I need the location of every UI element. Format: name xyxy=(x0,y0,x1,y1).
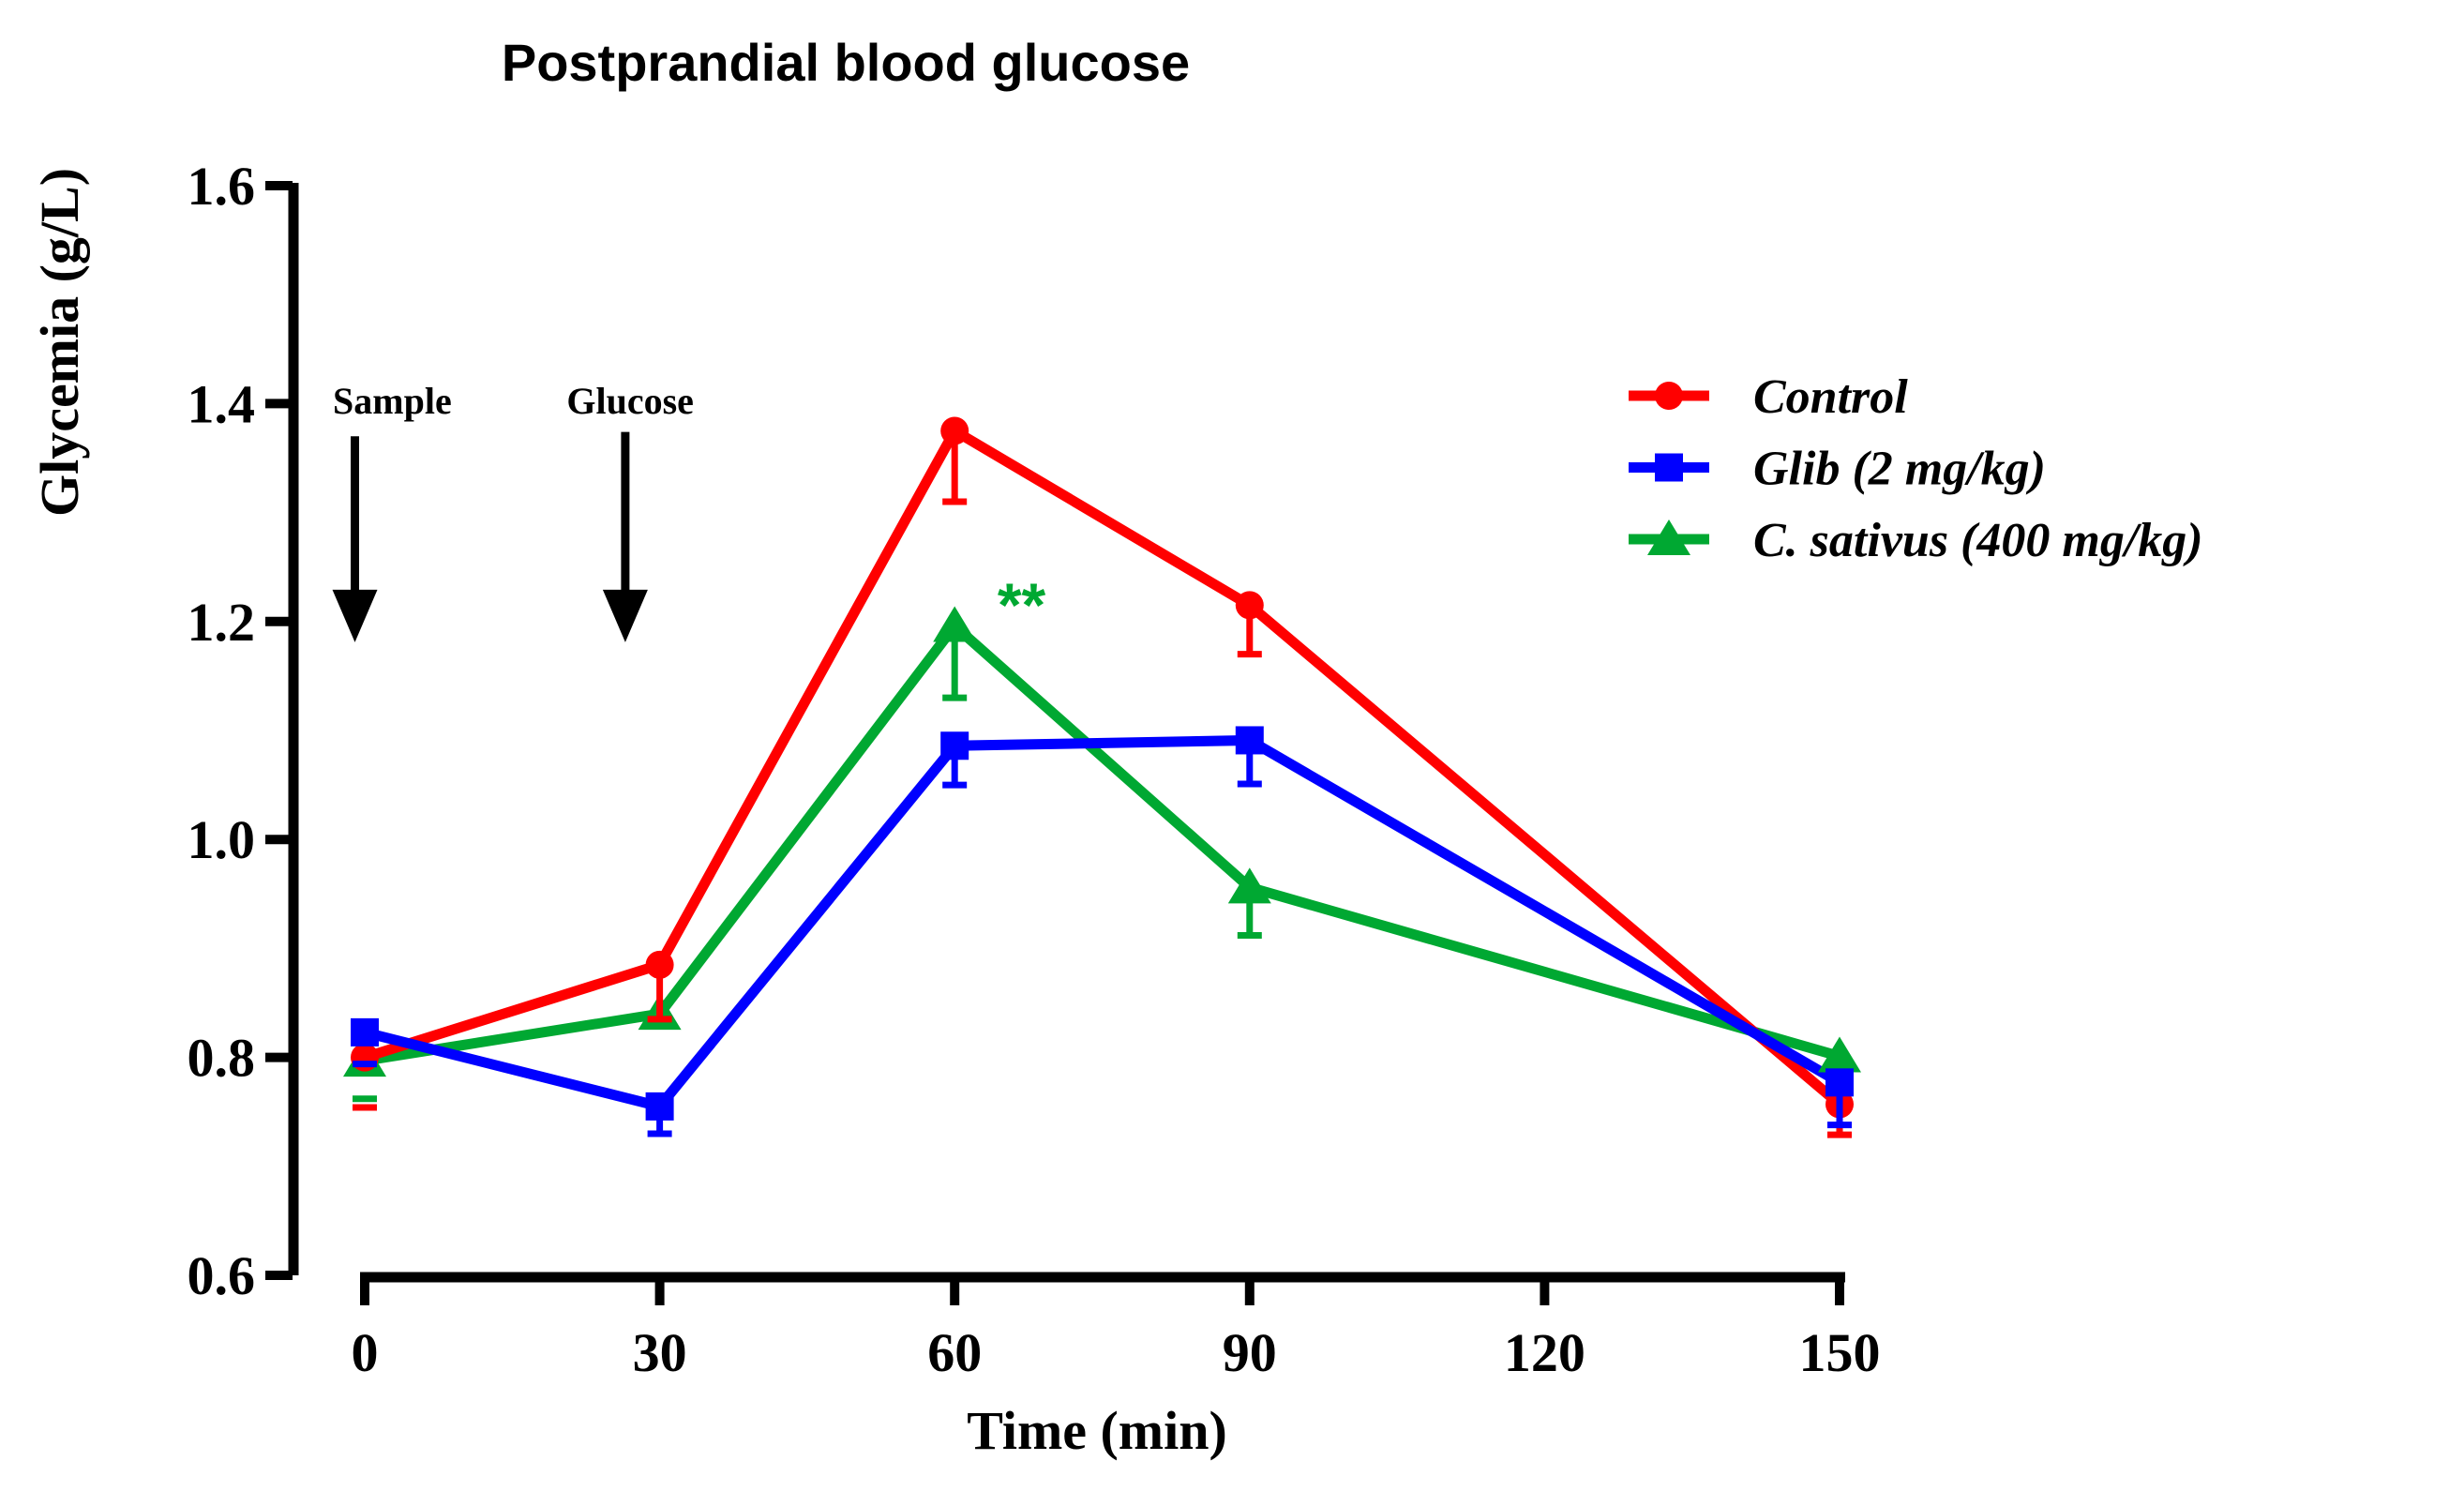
data-point-marker xyxy=(351,1043,379,1072)
series-line xyxy=(363,423,1843,1108)
y-tick-label: 0.8 xyxy=(188,1028,256,1089)
data-point-marker xyxy=(940,416,969,445)
down-arrow-icon xyxy=(332,436,378,642)
x-tick-label: 150 xyxy=(1799,1322,1881,1383)
data-point-marker xyxy=(1235,591,1264,620)
data-point-marker xyxy=(1235,726,1264,755)
x-tick-label: 30 xyxy=(633,1322,687,1383)
chart-title: Postprandial blood glucose xyxy=(502,33,1190,92)
data-point-marker xyxy=(1818,1036,1861,1073)
legend-item: Glib (2 mg/kg) xyxy=(1629,443,2046,496)
data-point-marker xyxy=(940,731,969,761)
x-tick-label: 0 xyxy=(352,1322,379,1383)
y-tick-label: 0.6 xyxy=(188,1245,256,1306)
annotation-sample: Sample xyxy=(333,380,452,422)
legend-item: C. sativus (400 mg/kg) xyxy=(1629,514,2203,567)
annotation-glucose: Glucose xyxy=(566,380,694,422)
legend-label: Glib (2 mg/kg) xyxy=(1753,443,2046,496)
triangle-legend-icon xyxy=(1647,520,1690,555)
y-tick-label: 1.0 xyxy=(188,809,256,870)
legend-label: C. sativus (400 mg/kg) xyxy=(1753,514,2203,567)
y-tick-label: 1.4 xyxy=(188,373,256,434)
x-tick-label: 90 xyxy=(1223,1322,1277,1383)
down-arrow-icon xyxy=(602,431,648,642)
data-point-marker xyxy=(1227,867,1271,904)
legend-item: Control xyxy=(1629,370,1908,424)
x-tick-label: 120 xyxy=(1504,1322,1585,1383)
square-legend-icon xyxy=(1655,453,1683,482)
data-point-marker xyxy=(645,950,674,979)
y-tick-label: 1.2 xyxy=(188,592,256,653)
series-line xyxy=(364,618,1841,1066)
significance-stars: ** xyxy=(998,570,1046,640)
series-glib-2-mg-kg xyxy=(353,740,1852,1137)
data-point-marker xyxy=(1825,1068,1854,1097)
data-point-marker xyxy=(351,1017,379,1047)
data-point-marker xyxy=(645,1092,674,1121)
y-axis-label: Glycemia (g/L) xyxy=(29,168,90,517)
circle-legend-icon xyxy=(1655,382,1683,410)
x-tick-label: 60 xyxy=(927,1322,982,1383)
data-point-marker xyxy=(933,606,977,642)
y-tick-label: 1.6 xyxy=(188,156,256,217)
x-axis-label: Time (min) xyxy=(967,1400,1227,1461)
legend-label: Control xyxy=(1753,370,1908,424)
